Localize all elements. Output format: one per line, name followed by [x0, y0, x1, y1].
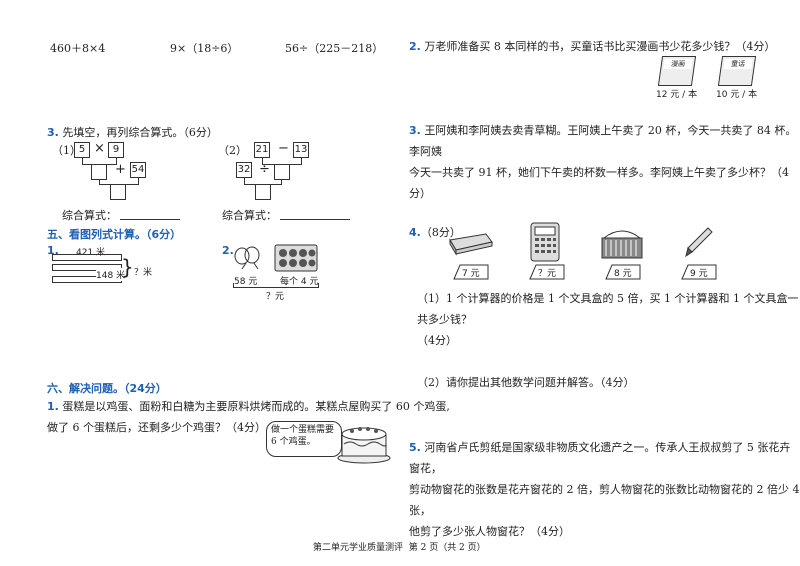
price-pencil-case: 7 元 — [462, 269, 480, 279]
section5-q1-number: 1. — [47, 244, 59, 257]
right-q4-number: 4. — [409, 226, 421, 239]
section6-q1-line2: 做了 6 个蛋糕后，还剩多少个鸡蛋？（4分） — [47, 421, 266, 434]
price-pen: 9 元 — [690, 269, 708, 279]
q3-part2-final-box — [255, 184, 271, 200]
q3-formula-blank-1[interactable] — [120, 219, 180, 220]
rackets-icon — [234, 246, 260, 270]
right-q3-number: 3. — [409, 124, 421, 137]
section5-q1-total: 421 米 — [76, 248, 106, 258]
footer-title: 第二单元学业质量测评 — [313, 543, 404, 553]
right-q5: 5. 河南省卢氏剪纸是国家级非物质文化遗产之一。传承人王叔叔剪了 5 张花卉窗花… — [409, 437, 800, 542]
section5-q2-unknown: ？元 — [266, 292, 285, 302]
section6-q1-line1: 蛋糕是以鸡蛋、面粉和白糖为主要原料烘烤而成的。某糕点屋购买了 60 个鸡蛋, — [62, 400, 450, 413]
pen-icon — [685, 227, 713, 258]
q3-part1-op1: × — [94, 141, 105, 156]
q3-part1-result-box — [91, 164, 107, 180]
right-q4-sub1-line2: （4分） — [417, 334, 457, 347]
section5-q2-price2: 每个 4 元 — [280, 277, 319, 287]
right-q3-line2: 今天一共卖了 91 杯，她们下午卖的杯数一样多。李阿姨上午卖了多少杯？（4分） — [409, 166, 789, 200]
q3-part1-box-b: 9 — [108, 142, 124, 158]
q3-part1-box-a: 5 — [74, 142, 90, 158]
q3-formula-blank-2[interactable] — [280, 219, 350, 220]
page-footer: 第二单元学业质量测评 第 2 页（共 2 页） — [313, 540, 486, 553]
speech-bubble-line1: 做一个蛋糕需要 — [271, 425, 335, 435]
speech-bubble: 做一个蛋糕需要 6 个鸡蛋。 — [266, 421, 342, 457]
right-q5-line2: 剪动物窗花的张数是花卉窗花的 2 倍，剪人物窗花的张数比动物窗花的 2 倍少 4… — [409, 483, 800, 517]
q3-part2-box-b: 13 — [293, 142, 309, 158]
q3-part2-result-box — [274, 164, 290, 180]
right-q5-line1: 河南省卢氏剪纸是国家级非物质文化遗产之一。传承人王叔叔剪了 5 张花卉窗花， — [409, 441, 791, 475]
right-q4-sub1-line1: （1）1 个计算器的价格是 1 个文具盒的 5 倍，买 1 个计算器和 1 个文… — [417, 292, 799, 326]
section5-q2-number: 2. — [222, 244, 234, 257]
price-calculator: ？元 — [538, 269, 557, 279]
right-q3: 3. 王阿姨和李阿姨去卖青草糊。王阿姨上午卖了 20 杯，今天一共卖了 84 杯… — [409, 120, 800, 204]
paint-box-icon — [601, 230, 643, 259]
price-paint-box: 8 元 — [614, 269, 632, 279]
ball-box-icon — [274, 244, 318, 272]
q3-part2-label: （2） — [218, 144, 247, 157]
top-calc-2: 9×（18÷6） — [170, 42, 239, 55]
q3-formula-label-1: 综合算式： — [62, 209, 117, 222]
right-q4-sub2: （2）请你提出其他数学问题并解答。（4分） — [417, 376, 635, 389]
right-q4-sub1: （1）1 个计算器的价格是 1 个文具盒的 5 倍，买 1 个计算器和 1 个文… — [417, 288, 800, 351]
comic-book-icon: 漫画 — [657, 56, 697, 86]
q3-text: 先填空，再列综合算式。（6分） — [62, 126, 218, 139]
pencil-case-icon — [449, 233, 493, 256]
section6-q1: 1. 蛋糕是以鸡蛋、面粉和白糖为主要原料烘烤而成的。某糕点屋购买了 60 个鸡蛋… — [47, 396, 450, 438]
speech-bubble-line2: 6 个鸡蛋。 — [271, 437, 316, 447]
right-q2-text: 万老师准备买 8 本同样的书，买童话书比买漫画书少花多少钱？（4分） — [424, 40, 776, 53]
q3-formula-label-2: 综合算式： — [222, 209, 277, 222]
section5-q1-unknown: ？米 — [134, 268, 153, 278]
q3-part2-op1: − — [278, 141, 289, 156]
q3-part1-op2: + — [115, 162, 126, 177]
comic-book-cover-text: 漫画 — [663, 59, 693, 69]
right-q2-number: 2. — [409, 40, 421, 53]
price-tag-pencil-case: 7 元 — [452, 264, 490, 283]
fairy-tale-book-icon: 童话 — [717, 56, 757, 86]
q3-part2-op2: ÷ — [259, 162, 270, 177]
right-q2-price2: 10 元 / 本 — [716, 90, 758, 100]
right-q5-number: 5. — [409, 441, 421, 454]
right-q4-header: 4.（8分） — [409, 224, 461, 240]
footer-page: 第 2 页（共 2 页） — [408, 543, 486, 553]
right-q4-score: （8分） — [420, 226, 461, 239]
fairy-tale-book-cover-text: 童话 — [723, 59, 753, 69]
q3-part2-box-c: 32 — [236, 162, 252, 178]
q3-part1-label: （1） — [52, 144, 81, 157]
q3-header: 3. 先填空，再列综合算式。（6分） — [47, 124, 218, 140]
top-calc-1: 460＋8×4 — [50, 42, 106, 55]
price-tag-paint-box: 8 元 — [604, 264, 642, 283]
price-tag-calculator: ？元 — [528, 264, 566, 283]
calculator-icon — [530, 222, 560, 262]
section5-title: 五、看图列式计算。（6分） — [47, 228, 182, 241]
section6-q1-number: 1. — [47, 400, 59, 413]
price-tag-pen: 9 元 — [680, 264, 718, 283]
q3-part1-final-box — [110, 184, 126, 200]
right-q5-line3: 他剪了多少张人物窗花？（4分） — [409, 525, 570, 538]
q3-part1-box-c: 54 — [130, 162, 146, 178]
right-q2-price1: 12 元 / 本 — [656, 90, 698, 100]
right-q2: 2. 万老师准备买 8 本同样的书，买童话书比买漫画书少花多少钱？（4分） — [409, 38, 775, 54]
section6-title: 六、解决问题。（24分） — [47, 382, 167, 395]
section5-q1-part: 148 米 — [96, 268, 126, 281]
right-q3-line1: 王阿姨和李阿姨去卖青草糊。王阿姨上午卖了 20 杯，今天一共卖了 84 杯。李阿… — [409, 124, 797, 158]
q3-number: 3. — [47, 126, 59, 139]
section5-q2-price1: 58 元 — [234, 277, 258, 287]
top-calc-3: 56÷（225－218） — [285, 42, 384, 55]
cake-icon — [337, 427, 391, 464]
q3-part2-box-a: 21 — [254, 142, 270, 158]
